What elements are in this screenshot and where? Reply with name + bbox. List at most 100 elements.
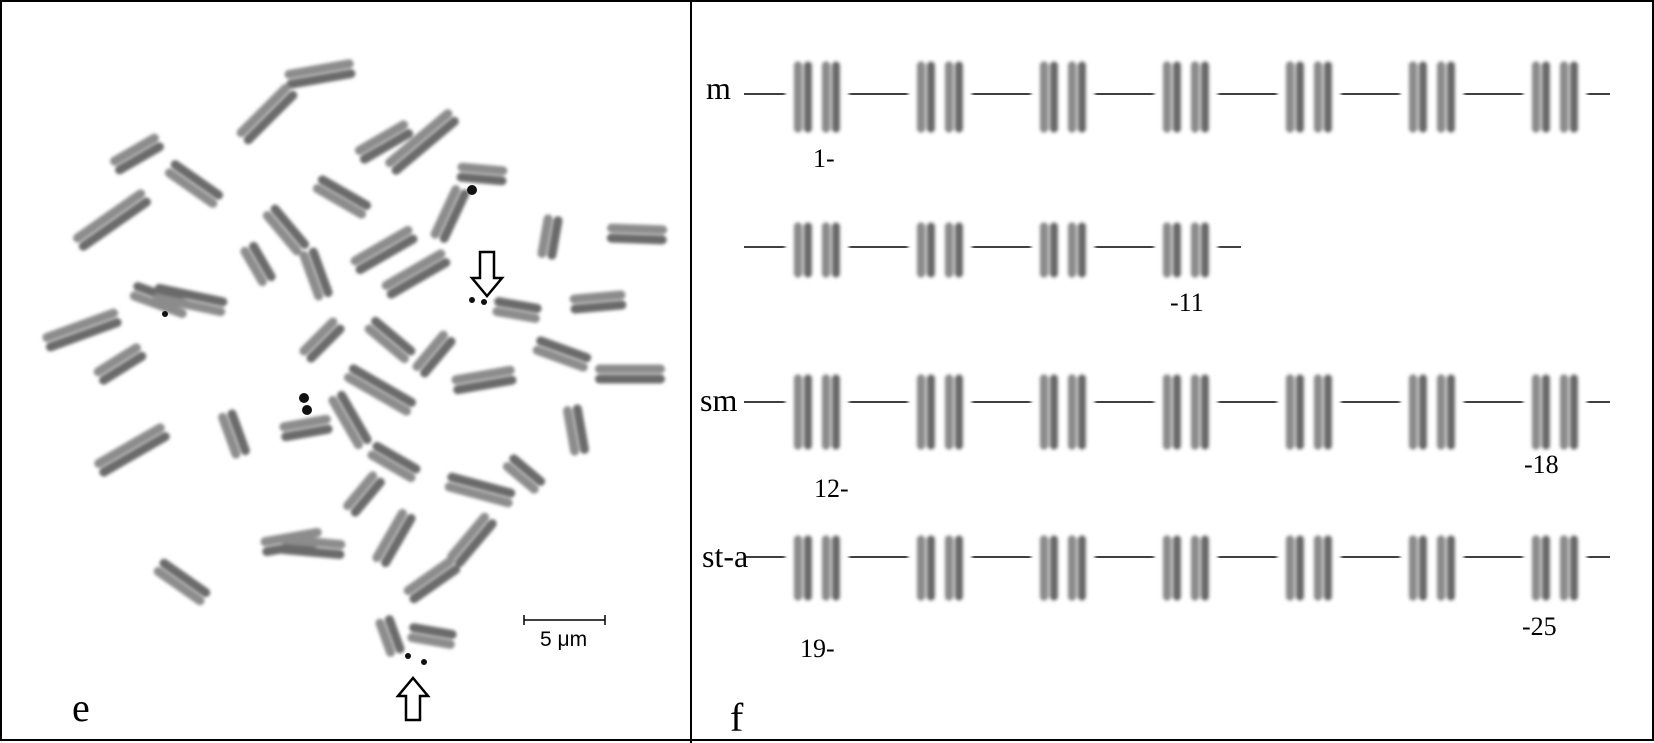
chromatid: [1049, 535, 1059, 601]
chromosome-pair: [1523, 372, 1587, 452]
chromatid: [371, 316, 416, 356]
chromatid: [372, 508, 407, 563]
chromosome-pair: [1400, 59, 1464, 135]
satellite-dot: [421, 659, 427, 665]
chromosome: [312, 175, 372, 219]
chromatid: [494, 297, 542, 313]
chromatid: [337, 390, 372, 445]
panel-divider: [690, 2, 692, 743]
chromatid: [1077, 535, 1087, 601]
chromosome: [456, 162, 508, 186]
up-arrow-icon: [395, 676, 431, 722]
chromatid: [154, 283, 228, 307]
chromosome-pair: [1154, 59, 1218, 135]
chromosome: [372, 508, 416, 568]
chromatid: [284, 59, 354, 79]
chromatid: [831, 61, 841, 133]
chromatid: [1531, 374, 1541, 450]
chromatid: [1039, 535, 1049, 601]
chromatid: [99, 351, 147, 385]
chromosome: [364, 316, 416, 364]
chromatid: [355, 234, 418, 275]
chromatid: [1541, 61, 1551, 133]
chromatid: [1172, 61, 1182, 133]
chromatid: [1559, 535, 1569, 601]
chromatid: [1190, 222, 1200, 278]
chromatid: [227, 409, 250, 456]
chromatid: [1313, 374, 1323, 450]
chromatid: [1039, 222, 1049, 278]
chromosome-pair: [908, 220, 972, 280]
chromatid: [1172, 222, 1182, 278]
chromatid: [954, 61, 964, 133]
chromatid: [563, 406, 580, 456]
chromatid: [916, 535, 926, 601]
chromosome: [451, 365, 517, 395]
scale-bar: [523, 615, 606, 625]
chromatid: [1313, 61, 1323, 133]
chromatid: [607, 223, 668, 235]
chromatid: [831, 535, 841, 601]
chromatid: [278, 544, 345, 559]
chromatid: [343, 471, 378, 511]
chromatid: [916, 61, 926, 133]
satellite-dot: [467, 185, 477, 195]
chromatid: [299, 251, 324, 301]
chromatid: [595, 364, 665, 374]
scale-bar-label: 5 μm: [540, 628, 588, 651]
chromatid: [1408, 61, 1418, 133]
chromatid: [1200, 222, 1210, 278]
chromatid: [926, 61, 936, 133]
chromatid: [1559, 61, 1569, 133]
chromatid: [359, 129, 414, 164]
chromatid: [916, 222, 926, 278]
chromatid: [73, 189, 146, 243]
chromosome: [350, 225, 418, 275]
chromatid: [152, 293, 226, 317]
chromatid: [457, 162, 508, 176]
chromatid: [286, 69, 356, 89]
chromatid: [1067, 222, 1077, 278]
chromatid: [1446, 535, 1456, 601]
chromatid: [1541, 374, 1551, 450]
down-arrow-icon: [469, 250, 505, 298]
chromosome-pair: [785, 372, 849, 452]
chromatid: [572, 404, 589, 454]
chromatid: [78, 197, 151, 251]
chromatid: [279, 414, 331, 432]
chromatid: [1436, 374, 1446, 450]
chromosome: [153, 558, 211, 606]
chromatid: [454, 519, 497, 568]
chromatid: [502, 462, 539, 494]
chromosome-pair: [1523, 533, 1587, 603]
chromatid: [1162, 535, 1172, 601]
chromatid: [348, 364, 417, 407]
chromosome-pair: [1031, 533, 1095, 603]
chromatid: [279, 535, 346, 550]
chromatid: [243, 90, 298, 145]
chromatid: [1077, 61, 1087, 133]
chromatid: [1162, 61, 1172, 133]
chromatid: [1569, 535, 1579, 601]
chromatid: [1569, 61, 1579, 133]
chromatid: [803, 222, 813, 278]
chromatid: [1200, 374, 1210, 450]
chromatid: [926, 374, 936, 450]
chromatid: [1418, 374, 1428, 450]
chromatid: [944, 222, 954, 278]
chromosome-pair: [1031, 372, 1095, 452]
chromatid: [821, 61, 831, 133]
chromosome-pair: [908, 59, 972, 135]
chromosome: [606, 223, 668, 245]
chromatid: [403, 556, 455, 596]
chromatid: [164, 168, 218, 208]
satellite-dot: [299, 393, 309, 403]
chromosome: [343, 364, 417, 416]
satellite-dot: [162, 311, 168, 317]
chromosome-pair: [908, 533, 972, 603]
chromatid: [1067, 374, 1077, 450]
chromatid: [536, 336, 592, 363]
chromatid: [367, 450, 416, 483]
chromatid: [492, 307, 540, 323]
